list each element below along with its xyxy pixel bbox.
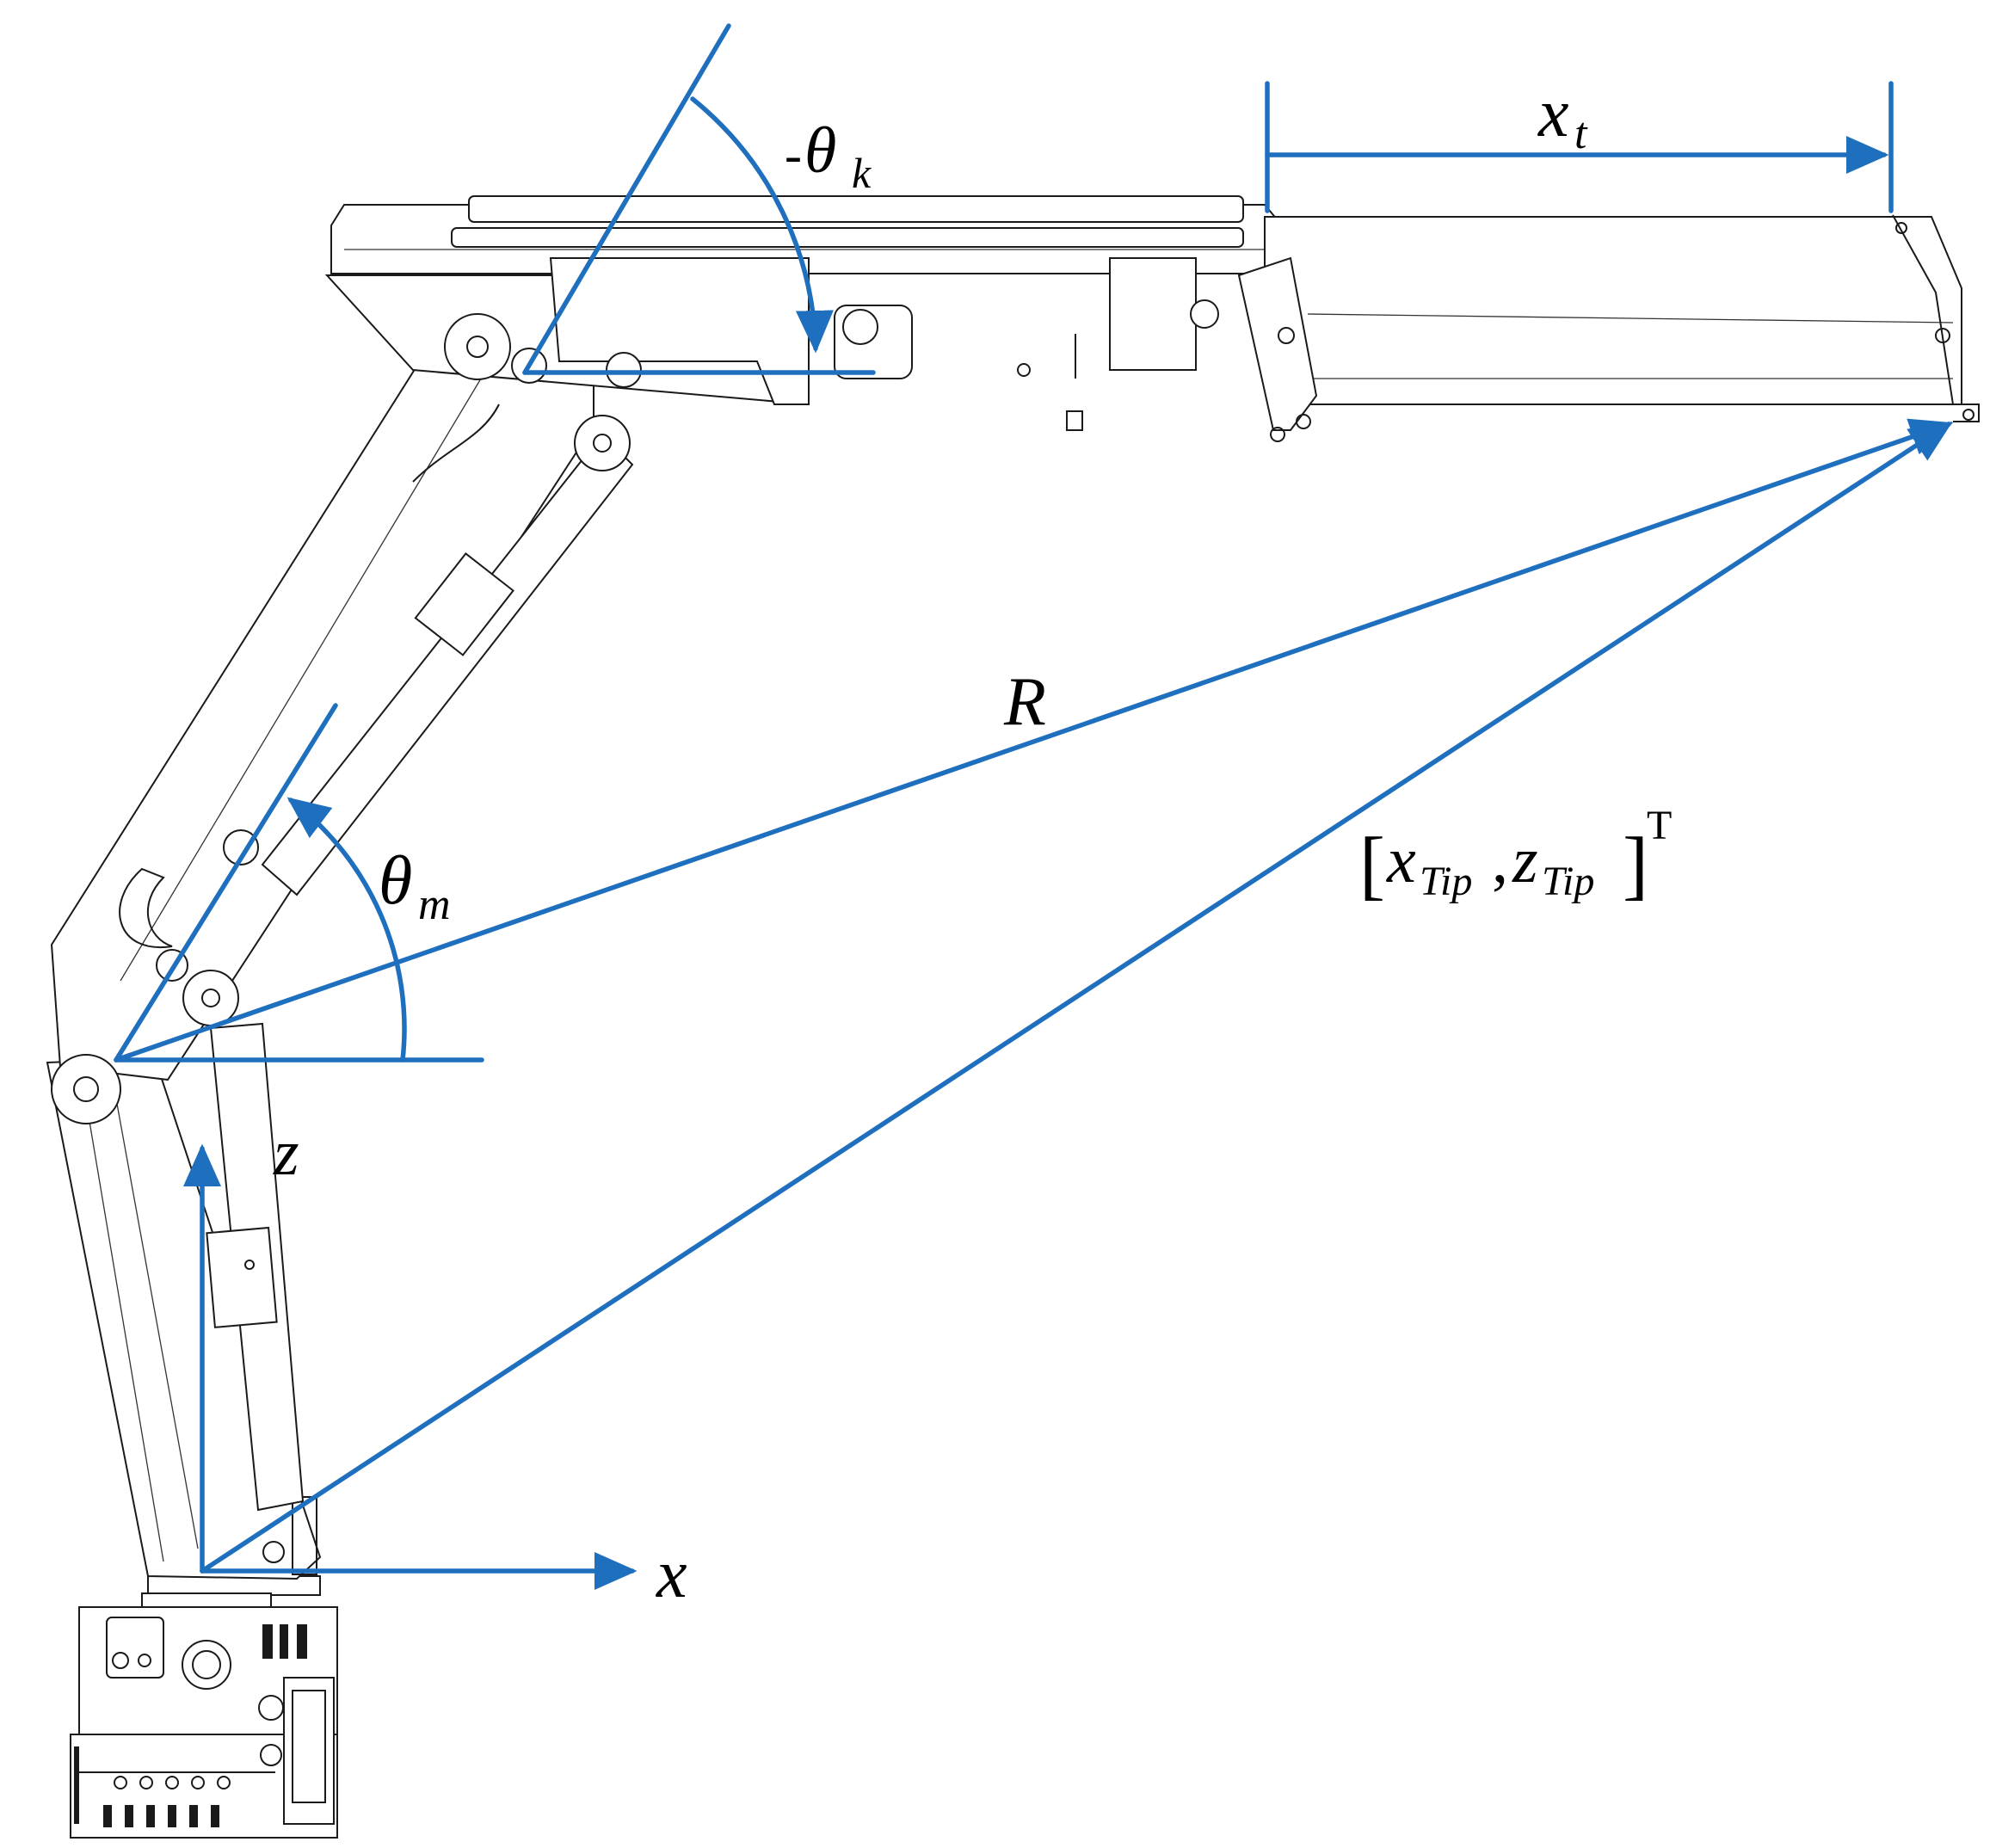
tip-z-subscript: Tip: [1542, 859, 1594, 904]
tip-z-symbol: z: [1512, 824, 1538, 896]
crane-drawing: [46, 195, 1980, 1839]
knuckle-boom: [324, 195, 1284, 431]
theta-m-arc: [286, 797, 407, 1063]
tip-position-vector: [200, 421, 1953, 1574]
tip-comma: ,: [1492, 824, 1508, 896]
x-t-symbol: x: [1537, 76, 1569, 151]
main-boom-extension-line: [522, 23, 731, 375]
x-axis-label: x: [656, 1537, 687, 1612]
theta-k-arc: [690, 96, 834, 354]
theta-k-subscript: k: [852, 149, 872, 197]
tip-x-symbol: x: [1386, 824, 1416, 896]
theta-k-minus-sign: -: [785, 126, 802, 183]
R-label: R: [1003, 664, 1046, 740]
tip-x-subscript: Tip: [1420, 859, 1472, 904]
tip-transpose: T: [1647, 803, 1672, 848]
main-boom: [50, 330, 594, 1081]
x-t-subscript: t: [1574, 109, 1588, 158]
tip-open-bracket: [: [1359, 822, 1385, 908]
theta-m-subscript: m: [418, 880, 451, 929]
theta-m-symbol: θ: [379, 843, 412, 919]
annotations: [114, 23, 1954, 1590]
main-cylinder: [206, 1022, 305, 1512]
main-boom-axis-line: [114, 703, 338, 1063]
R-vector: [114, 418, 1954, 1063]
joints: [51, 299, 1219, 1124]
telescopic-extension: [1237, 214, 1980, 442]
labels: - θ k x t R θ m [ x Tip , z Tip ] T z x: [273, 76, 1672, 1612]
theta-k-symbol: θ: [804, 114, 836, 187]
crane-base: [70, 1575, 338, 1839]
tip-coordinates-label: [ x Tip , z Tip ] T: [1359, 803, 1672, 908]
lift-cylinder: [261, 433, 634, 896]
z-axis-label: z: [273, 1117, 299, 1189]
tip-close-bracket: ]: [1623, 822, 1648, 908]
